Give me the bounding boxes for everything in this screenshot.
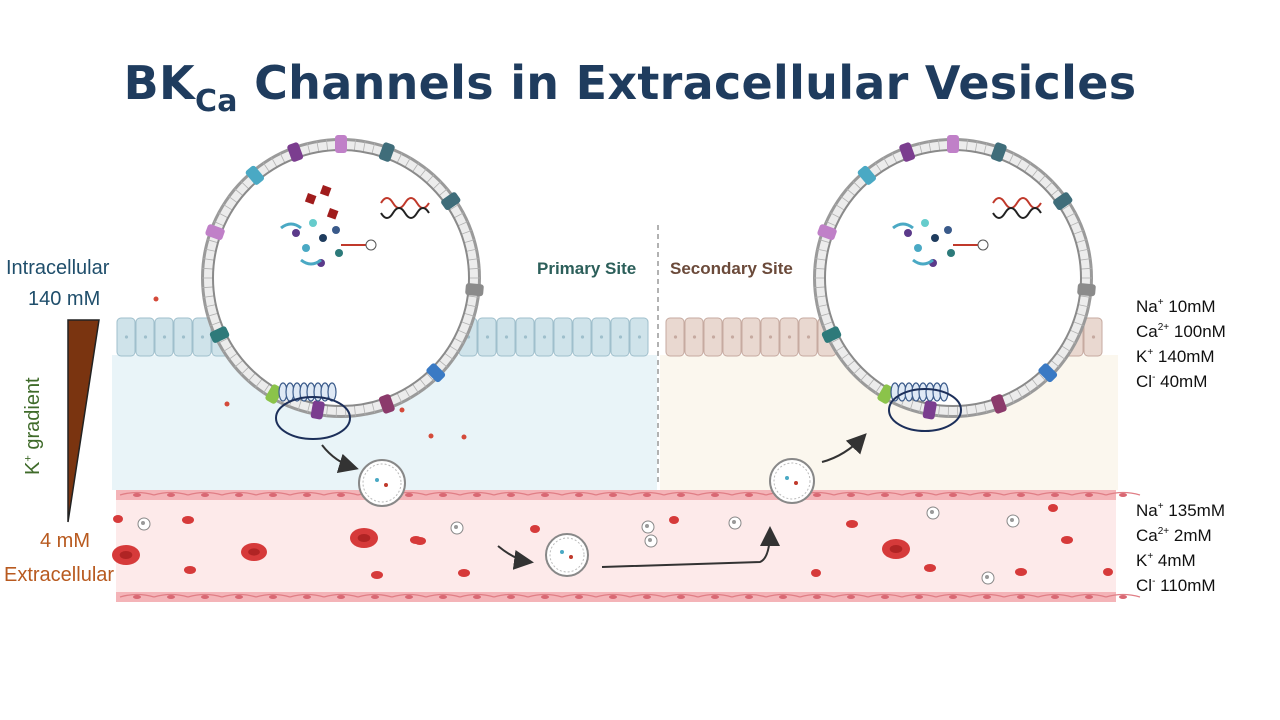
red-blood-cell bbox=[113, 515, 123, 523]
red-blood-cell bbox=[846, 520, 858, 528]
arrow-uptake bbox=[821, 433, 867, 463]
membrane-protein bbox=[1077, 283, 1096, 297]
primary-site-label: Primary Site bbox=[537, 259, 637, 278]
vessel-wall-top bbox=[116, 490, 1141, 500]
membrane-protein bbox=[465, 283, 484, 297]
red-blood-cell bbox=[371, 571, 383, 579]
ion-concentration: K+ 4mM bbox=[1136, 551, 1196, 570]
k-gradient-label: K+ gradient bbox=[22, 377, 44, 475]
ion-concentration: Na+ 10mM bbox=[1136, 297, 1216, 316]
arrow-circulation-2 bbox=[601, 526, 780, 568]
red-blood-cell bbox=[1015, 568, 1027, 576]
red-blood-cell bbox=[530, 525, 540, 533]
membrane-protein bbox=[265, 384, 283, 404]
membrane-protein bbox=[990, 142, 1007, 162]
red-blood-cell bbox=[1048, 504, 1058, 512]
blood-vessel-lumen bbox=[116, 497, 1116, 597]
extracellular-vesicle-secondary bbox=[813, 135, 1096, 420]
membrane-protein bbox=[817, 224, 837, 241]
red-blood-cell bbox=[458, 569, 470, 577]
membrane-protein bbox=[441, 192, 461, 211]
small-vesicle bbox=[545, 533, 589, 577]
membrane-protein bbox=[245, 165, 265, 185]
extracellular-label: Extracellular bbox=[4, 564, 115, 586]
membrane-protein bbox=[857, 165, 877, 185]
ion-concentration: K+ 140mM bbox=[1136, 347, 1215, 366]
small-vesicle bbox=[358, 459, 406, 507]
membrane-protein bbox=[287, 142, 304, 162]
bk-channel-highlight-primary bbox=[275, 396, 351, 440]
ion-concentration: Cl- 110mM bbox=[1136, 576, 1216, 595]
red-blood-cell bbox=[182, 516, 194, 524]
membrane-protein bbox=[426, 363, 446, 383]
red-blood-cell bbox=[414, 537, 426, 545]
membrane-protein bbox=[1038, 363, 1058, 383]
red-blood-cell bbox=[811, 569, 821, 577]
membrane-protein bbox=[205, 224, 225, 241]
small-vesicle bbox=[769, 458, 815, 504]
k-gradient-wedge bbox=[67, 319, 100, 523]
bk-channel-highlight-secondary bbox=[888, 388, 962, 432]
arrow-circulation-1 bbox=[497, 545, 534, 570]
dna-icon bbox=[380, 197, 430, 209]
membrane-protein bbox=[947, 135, 959, 153]
membrane-protein bbox=[335, 135, 347, 153]
dna-icon bbox=[992, 197, 1042, 209]
intracellular-label: Intracellular bbox=[6, 257, 110, 279]
red-blood-cell bbox=[924, 564, 936, 572]
vessel-wall-bottom bbox=[116, 592, 1141, 602]
red-blood-cell bbox=[184, 566, 196, 574]
red-blood-cells bbox=[112, 504, 1113, 585]
membrane-protein bbox=[899, 142, 916, 162]
membrane-protein bbox=[990, 394, 1007, 414]
ion-concentration: Na+ 135mM bbox=[1136, 501, 1225, 520]
arrow-release bbox=[321, 444, 359, 473]
page-title: BKCa Channels in Extracellular Vesicles bbox=[123, 56, 1137, 119]
extracellular-concentration: 4 mM bbox=[40, 530, 90, 552]
membrane-protein bbox=[922, 400, 937, 420]
red-blood-cell bbox=[1103, 568, 1113, 576]
membrane-protein bbox=[378, 394, 395, 414]
membrane-protein bbox=[877, 384, 895, 404]
ion-concentration: Cl- 40mM bbox=[1136, 372, 1208, 391]
small-vesicles bbox=[358, 458, 815, 577]
ion-concentration: Ca2+ 2mM bbox=[1136, 526, 1212, 545]
membrane-protein bbox=[1053, 192, 1073, 211]
red-blood-cell bbox=[669, 516, 679, 524]
membrane-protein bbox=[310, 400, 325, 420]
red-blood-cell bbox=[1061, 536, 1073, 544]
intracellular-concentration: 140 mM bbox=[28, 288, 101, 310]
ion-concentration: Ca2+ 100nM bbox=[1136, 322, 1226, 341]
membrane-protein bbox=[821, 326, 842, 343]
membrane-protein bbox=[209, 326, 230, 343]
secondary-site-label: Secondary Site bbox=[670, 259, 793, 278]
extracellular-vesicle-primary bbox=[201, 135, 484, 420]
membrane-protein bbox=[378, 142, 395, 162]
